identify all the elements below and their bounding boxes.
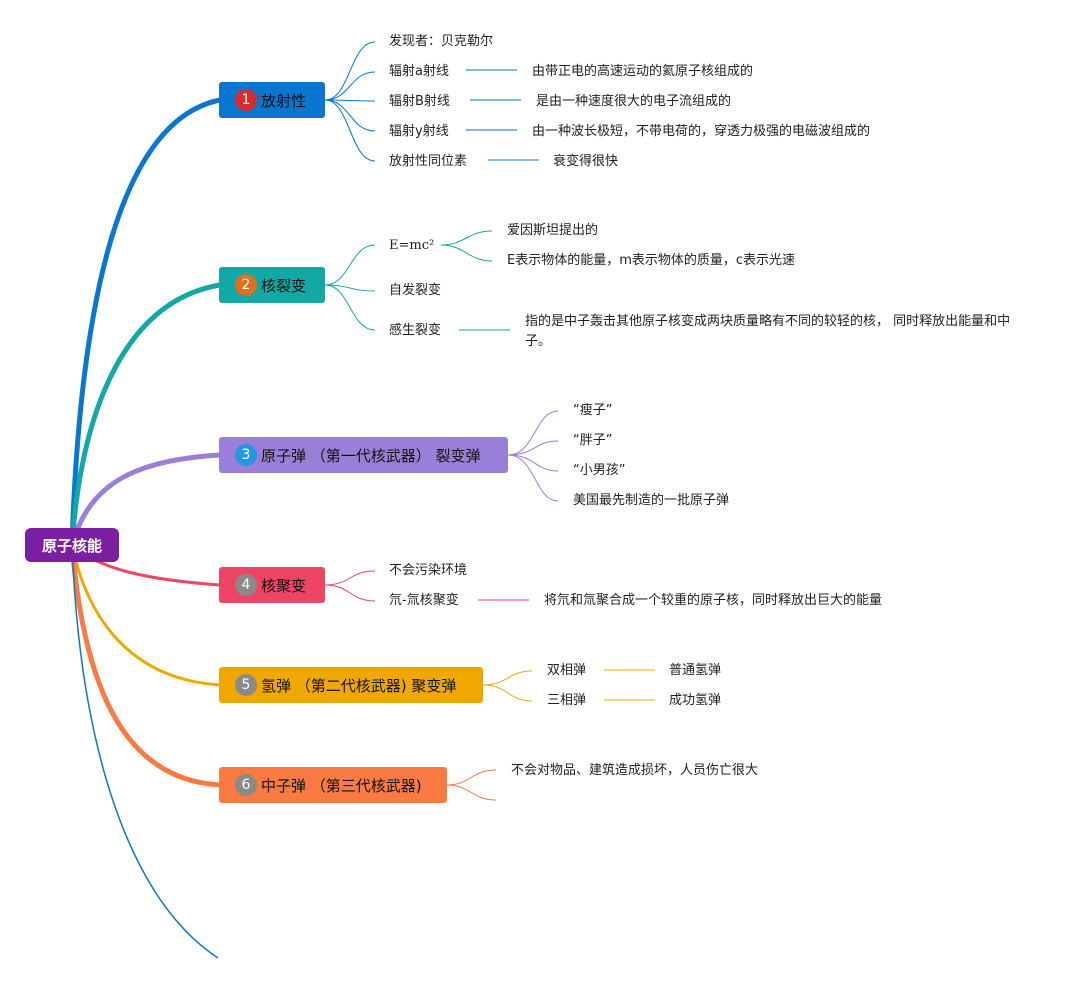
leaf-node[interactable]: 感生裂变 xyxy=(389,323,442,338)
topic-label: 核裂变 xyxy=(261,276,307,295)
leaf-node[interactable]: “瘦子” xyxy=(573,403,613,418)
leaf-detail[interactable]: 由一种波长极短，不带电荷的，穿透力极强的电磁波组成的 xyxy=(532,124,871,139)
topic-number-badge: 2 xyxy=(235,274,257,296)
leaf-node[interactable]: 发现者：贝克勒尔 xyxy=(389,34,494,49)
root-label: 原子核能 xyxy=(41,536,102,555)
leaf-node[interactable]: E=mc² xyxy=(389,238,435,253)
leaf-detail[interactable]: 是由一种速度很大的电子流组成的 xyxy=(536,94,732,109)
leaf-node[interactable]: 不会对物品、建筑造成损坏，人员伤亡很大 xyxy=(511,763,759,778)
leaf-node[interactable]: 不会污染环境 xyxy=(389,563,468,578)
topic-label: 氢弹 （第二代核武器) 聚变弹 xyxy=(261,676,457,695)
leaf-node[interactable]: 辐射a射线 xyxy=(389,64,449,79)
leaf-detail[interactable]: 成功氢弹 xyxy=(669,693,722,708)
leaf-detail[interactable]: 指的是中子轰击其他原子核变成两块质量略有不同的较轻的核， 同时释放出能量和中子。 xyxy=(525,314,1011,349)
topic-node-2[interactable]: 2 核裂变 xyxy=(219,267,325,303)
leaf-node[interactable]: 双相弹 xyxy=(547,663,587,678)
topic-number-badge: 1 xyxy=(235,89,257,111)
leaf-node[interactable]: 辐射y射线 xyxy=(389,124,449,139)
leaf-node[interactable]: 三相弹 xyxy=(547,693,587,708)
leaf-subitem[interactable]: E表示物体的能量，m表示物体的质量，c表示光速 xyxy=(507,253,796,268)
leaf-node[interactable]: 辐射B射线 xyxy=(389,94,450,109)
leaf-detail[interactable]: 由带正电的高速运动的氦原子核组成的 xyxy=(532,64,754,79)
leaf-detail[interactable]: 衰变得很快 xyxy=(553,154,619,169)
leaf-node[interactable]: 放射性同位素 xyxy=(389,154,468,169)
leaf-node[interactable]: “小男孩” xyxy=(573,463,626,478)
root-node[interactable]: 原子核能 xyxy=(25,528,119,562)
topic-number-badge: 5 xyxy=(235,674,257,696)
topic-label: 核聚变 xyxy=(261,576,307,595)
topic-label: 放射性 xyxy=(261,91,307,110)
leaf-subitem[interactable]: 爱因斯坦提出的 xyxy=(507,223,599,238)
topic-node-1[interactable]: 1 放射性 xyxy=(219,82,325,118)
topic-node-4[interactable]: 4 核聚变 xyxy=(219,567,325,603)
topic-node-6[interactable]: 6 中子弹 （第三代核武器) xyxy=(219,767,447,803)
topic-label: 中子弹 （第三代核武器) xyxy=(261,776,422,795)
topic-node-3[interactable]: 3 原子弹 （第一代核武器） 裂变弹 xyxy=(219,437,508,473)
leaf-node[interactable]: 自发裂变 xyxy=(389,283,442,298)
leaf-detail[interactable]: 普通氢弹 xyxy=(669,663,722,678)
leaf-node[interactable]: “胖子” xyxy=(573,433,613,448)
leaf-detail[interactable]: 将氘和氚聚合成一个较重的原子核，同时释放出巨大的能量 xyxy=(544,593,883,608)
leaf-node[interactable]: 美国最先制造的一批原子弹 xyxy=(573,493,730,508)
leaf-node[interactable]: 氘-氚核聚变 xyxy=(389,593,459,608)
topic-number-badge: 4 xyxy=(235,574,257,596)
topic-label: 原子弹 （第一代核武器） 裂变弹 xyxy=(261,446,481,465)
topic-node-5[interactable]: 5 氢弹 （第二代核武器) 聚变弹 xyxy=(219,667,483,703)
topic-number-badge: 3 xyxy=(235,444,257,466)
topic-number-badge: 6 xyxy=(235,774,257,796)
